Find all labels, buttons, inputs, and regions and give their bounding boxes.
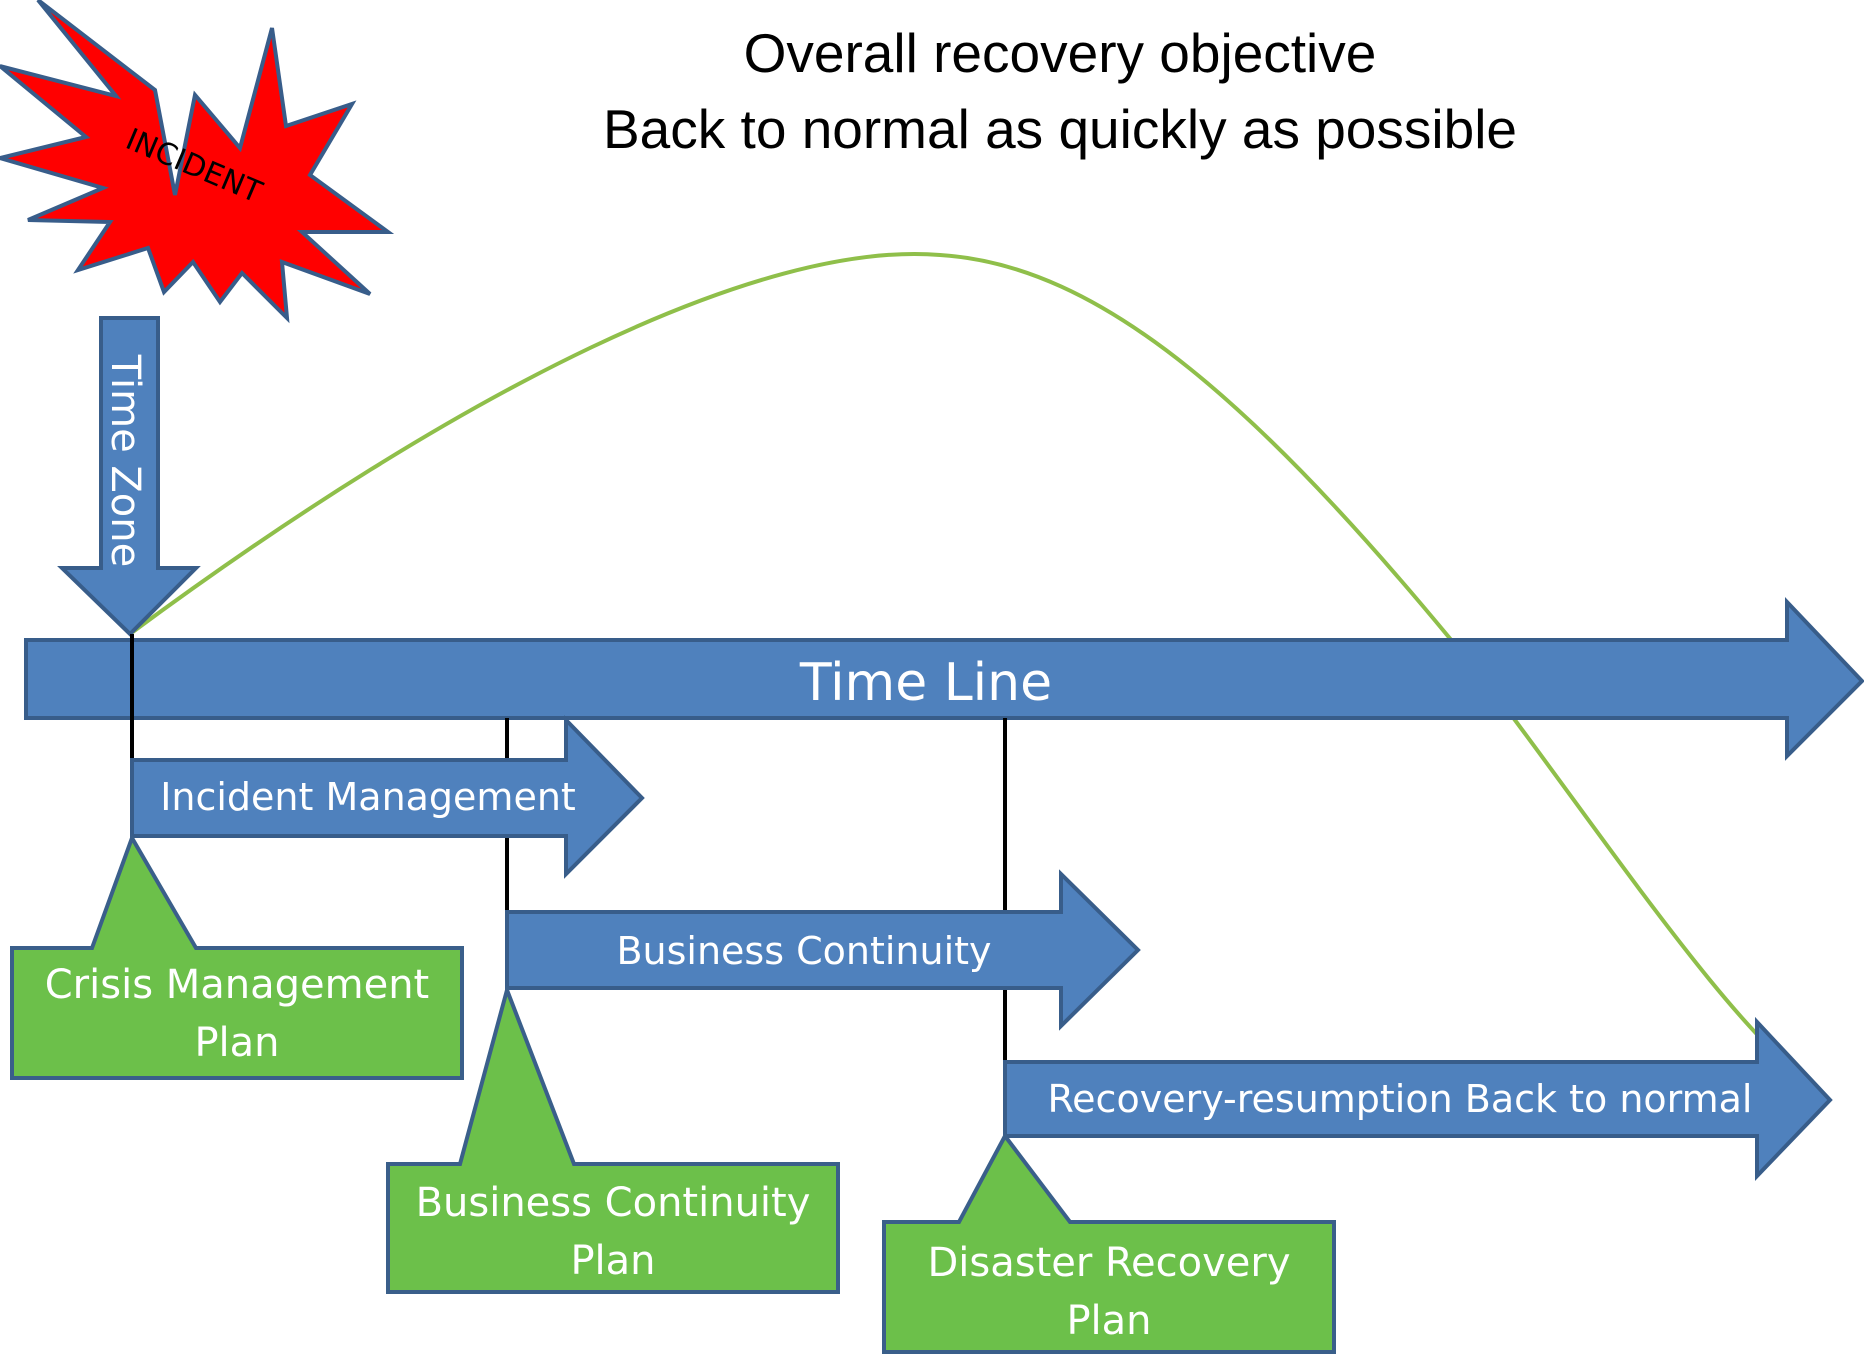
- title-line-1: Overall recovery objective: [744, 22, 1377, 84]
- business-continuity-plan-callout: [386, 983, 840, 1294]
- disaster-recovery-plan-line2: Plan: [1066, 1298, 1151, 1344]
- recovery-resumption-label: Recovery-resumption Back to normal: [1047, 1077, 1752, 1121]
- disaster-recovery-plan-line1: Disaster Recovery: [927, 1240, 1290, 1286]
- time-zone-label: Time Zone: [102, 354, 148, 567]
- incident-management-arrow: [130, 715, 645, 879]
- title-line-2: Back to normal as quickly as possible: [603, 98, 1517, 160]
- crisis-management-plan-line1: Crisis Management: [45, 962, 430, 1008]
- business-continuity-label: Business Continuity: [616, 929, 991, 973]
- disaster-recovery-plan-callout: [882, 1132, 1336, 1354]
- timeline-arrow: [24, 596, 1864, 761]
- business-continuity-arrow: [505, 869, 1141, 1031]
- incident-starburst: [0, 0, 395, 324]
- recovery-curve: [128, 252, 1827, 1097]
- business-continuity-plan-line1: Business Continuity: [416, 1180, 811, 1226]
- crisis-management-plan-line2: Plan: [194, 1020, 279, 1066]
- incident-management-label: Incident Management: [160, 775, 576, 819]
- business-continuity-plan-line2: Plan: [570, 1238, 655, 1284]
- crisis-management-plan-callout: [10, 833, 464, 1080]
- timeline-label: Time Line: [799, 653, 1052, 713]
- recovery-resumption-arrow: [1003, 1016, 1833, 1181]
- time-zone-arrow: [57, 316, 201, 637]
